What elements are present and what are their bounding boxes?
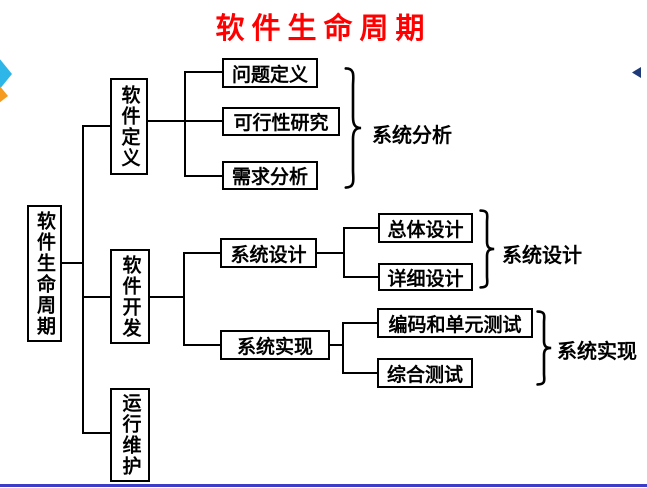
node-system-design: 系统设计 bbox=[220, 238, 317, 268]
connector-line bbox=[82, 125, 84, 434]
group-label-system-design: 系统设计 bbox=[502, 245, 582, 267]
bottom-divider bbox=[0, 484, 647, 487]
brace-system-design bbox=[479, 209, 495, 289]
node-system-implementation: 系统实现 bbox=[220, 330, 330, 360]
brace-system-implementation bbox=[536, 310, 552, 386]
node-feasibility-study: 可行性研究 bbox=[222, 107, 340, 136]
page-title: 软件生命周期 bbox=[215, 13, 432, 45]
connector-line bbox=[183, 252, 222, 254]
node-overall-design: 总体设计 bbox=[378, 213, 473, 243]
connector-line bbox=[184, 71, 186, 177]
connector-line bbox=[148, 120, 224, 122]
group-label-system-analysis: 系统分析 bbox=[372, 125, 452, 147]
connector-line bbox=[82, 296, 112, 298]
node-requirements-analysis: 需求分析 bbox=[222, 161, 318, 190]
connector-line bbox=[82, 432, 112, 434]
node-software-definition: 软件定义 bbox=[110, 78, 148, 175]
connector-line bbox=[148, 296, 185, 298]
connector-line bbox=[328, 344, 344, 346]
arrow-left-icon[interactable] bbox=[631, 66, 642, 79]
connector-line bbox=[315, 252, 345, 254]
connector-line bbox=[342, 372, 379, 374]
node-integration-testing: 综合测试 bbox=[377, 358, 473, 388]
connector-line bbox=[183, 344, 222, 346]
connector-line bbox=[184, 175, 224, 177]
node-problem-definition: 问题定义 bbox=[222, 58, 318, 88]
connector-line bbox=[60, 262, 84, 264]
connector-line bbox=[342, 322, 344, 374]
connector-line bbox=[82, 125, 112, 127]
node-software-lifecycle: 软件生命周期 bbox=[27, 205, 62, 342]
connector-line bbox=[343, 227, 345, 278]
connector-line bbox=[342, 322, 379, 324]
group-label-system-implementation: 系统实现 bbox=[557, 341, 637, 363]
node-detailed-design: 详细设计 bbox=[378, 263, 473, 291]
connector-line bbox=[184, 71, 224, 73]
node-software-development: 软件开发 bbox=[110, 249, 150, 344]
node-coding-unit-testing: 编码和单元测试 bbox=[377, 308, 533, 338]
connector-line bbox=[183, 252, 185, 346]
double-chevron-right-icon[interactable] bbox=[0, 56, 15, 104]
node-operation-maintenance: 运行维护 bbox=[110, 388, 150, 482]
connector-line bbox=[343, 227, 380, 229]
brace-system-analysis bbox=[344, 66, 362, 190]
connector-line bbox=[343, 276, 380, 278]
